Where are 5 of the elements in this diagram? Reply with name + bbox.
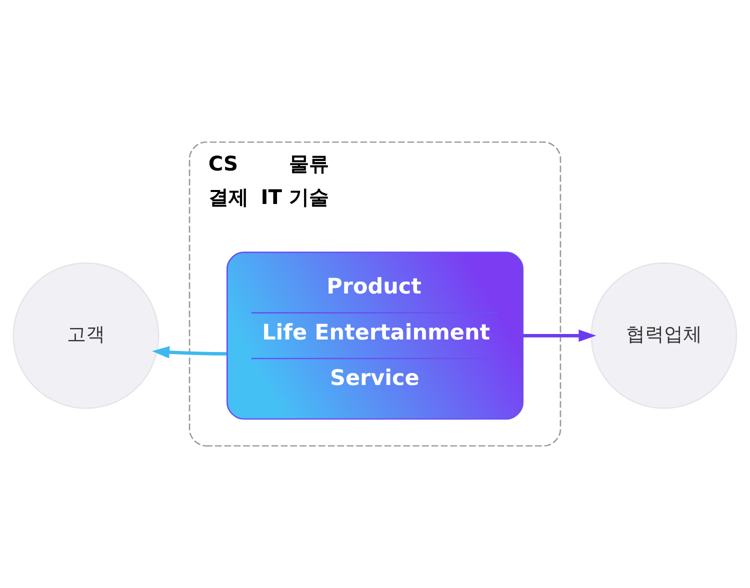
- node-circle: 고객: [12, 262, 160, 409]
- arrow: [523, 330, 596, 342]
- node-box: Product Life Entertainment Service: [226, 252, 524, 420]
- node-circle: 협력업체: [590, 262, 738, 409]
- arrow: [152, 346, 227, 358]
